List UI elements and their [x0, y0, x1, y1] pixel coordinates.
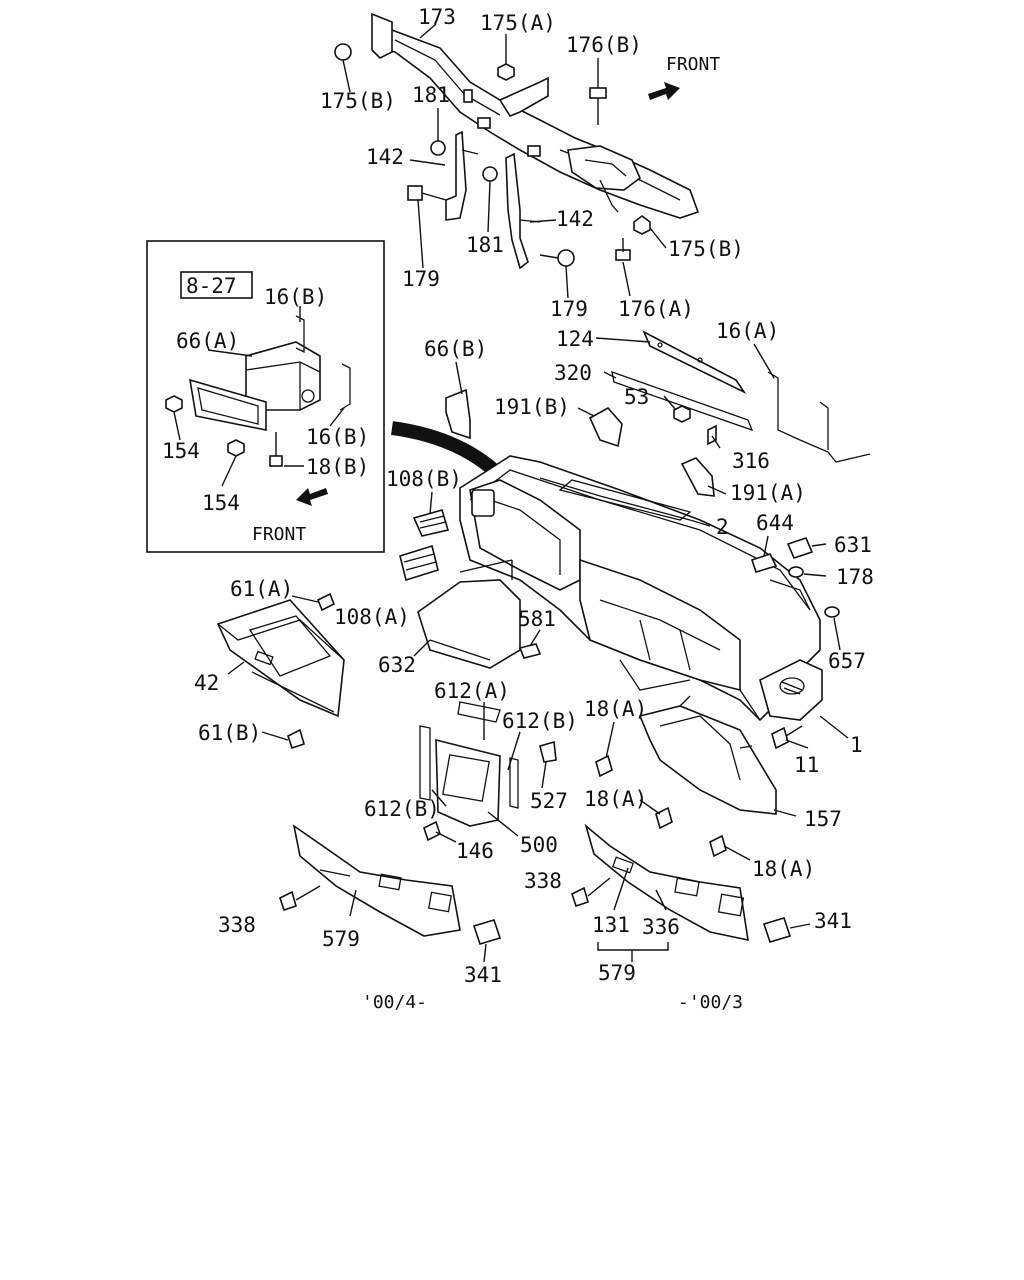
date-note-left: '00/4-: [362, 992, 427, 1013]
label-336: 336: [642, 915, 680, 939]
label-11: 11: [794, 753, 819, 777]
label-191b: 191(B): [494, 395, 570, 419]
inset-ref-box-label: 8-27: [186, 274, 237, 298]
label-142-right: 142: [556, 207, 594, 231]
label-579-left: 579: [322, 927, 360, 951]
label-178: 178: [836, 565, 874, 589]
inset-label-66a: 66(A): [176, 329, 239, 353]
label-42: 42: [194, 671, 219, 695]
inset-label-16b-top: 16(B): [264, 285, 327, 309]
inset-label-154-bottom: 154: [202, 491, 240, 515]
inset-front-label: FRONT: [252, 524, 306, 545]
label-341-right: 341: [814, 909, 852, 933]
label-61b: 61(B): [198, 721, 261, 745]
label-16a: 16(A): [716, 319, 779, 343]
label-108b: 108(B): [386, 467, 462, 491]
inset-label-18b: 18(B): [306, 455, 369, 479]
label-176a: 176(A): [618, 297, 694, 321]
front-label-main: FRONT: [666, 54, 720, 75]
label-579-right: 579: [598, 961, 636, 985]
label-181-top: 181: [412, 83, 450, 107]
label-632: 632: [378, 653, 416, 677]
label-2: 2: [716, 515, 729, 539]
label-175b-right: 175(B): [668, 237, 744, 261]
label-316: 316: [732, 449, 770, 473]
label-612a: 612(A): [434, 679, 510, 703]
label-176b: 176(B): [566, 33, 642, 57]
label-173: 173: [418, 5, 456, 29]
label-338-right: 338: [524, 869, 562, 893]
label-581: 581: [518, 607, 556, 631]
label-179-right: 179: [550, 297, 588, 321]
label-631: 631: [834, 533, 872, 557]
callout-labels: 173 175(A) 176(B) 175(B) 181 142 142 181…: [162, 5, 874, 1013]
label-142-left: 142: [366, 145, 404, 169]
label-53: 53: [624, 385, 649, 409]
label-18a-3: 18(A): [752, 857, 815, 881]
label-157: 157: [804, 807, 842, 831]
cross-car-beam-assembly: [334, 12, 700, 299]
label-181-bottom: 181: [466, 233, 504, 257]
label-191a: 191(A): [730, 481, 806, 505]
inset-label-154-top: 154: [162, 439, 200, 463]
date-note-right: -'00/3: [678, 992, 743, 1013]
label-338-left: 338: [218, 913, 256, 937]
label-18a-1: 18(A): [584, 697, 647, 721]
label-612b-top: 612(B): [502, 709, 578, 733]
label-500: 500: [520, 833, 558, 857]
label-527: 527: [530, 789, 568, 813]
label-657: 657: [828, 649, 866, 673]
label-612b-bottom: 612(B): [364, 797, 440, 821]
label-146: 146: [456, 839, 494, 863]
label-644: 644: [756, 511, 794, 535]
airbag-inset: [146, 240, 385, 553]
label-341-left: 341: [464, 963, 502, 987]
inset-label-16b-bottom: 16(B): [306, 425, 369, 449]
label-108a: 108(A): [334, 605, 410, 629]
label-179-left: 179: [402, 267, 440, 291]
label-18a-2: 18(A): [584, 787, 647, 811]
label-131: 131: [592, 913, 630, 937]
label-1: 1: [850, 733, 863, 757]
label-175b-left: 175(B): [320, 89, 396, 113]
label-66b: 66(B): [424, 337, 487, 361]
instrument-panel: [216, 330, 871, 963]
label-61a: 61(A): [230, 577, 293, 601]
label-124: 124: [556, 327, 594, 351]
label-320: 320: [554, 361, 592, 385]
label-175a-top: 175(A): [480, 11, 556, 35]
